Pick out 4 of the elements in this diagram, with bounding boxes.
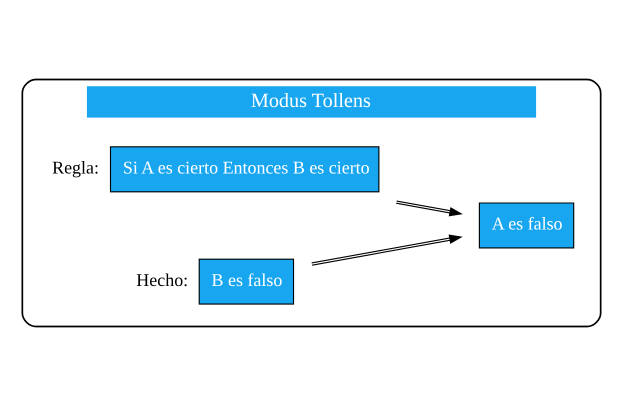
arrow [312, 234, 463, 266]
arrow [396, 200, 463, 216]
node-label: Hecho: [136, 269, 188, 290]
node-label: Regla: [52, 157, 99, 178]
